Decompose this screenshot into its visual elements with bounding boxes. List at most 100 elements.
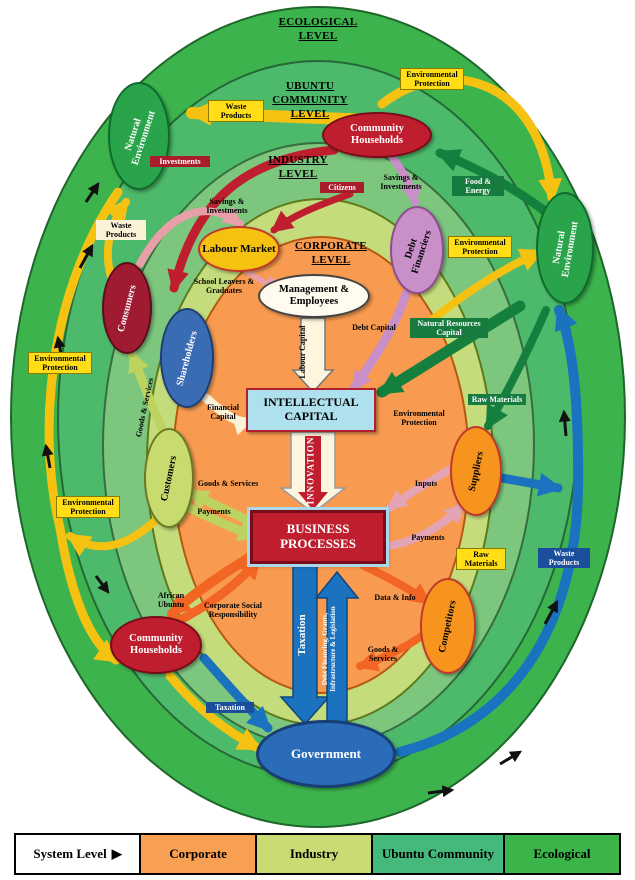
node-label: Labour Market — [202, 242, 276, 255]
arrow-taxation-households — [199, 653, 273, 733]
flow-label-african-ubuntu: African Ubuntu — [157, 591, 185, 610]
arrow-raw-materials-right — [484, 306, 550, 431]
node-label: Shareholders — [174, 329, 200, 387]
flow-label-waste-products-right: Waste Products — [538, 548, 590, 569]
direction-tick — [41, 443, 54, 469]
direction-tick — [543, 599, 559, 625]
flow-label-debt-financing: Debt Financing, Grants, Infrastructure &… — [321, 606, 337, 692]
node-customers: Customers — [144, 428, 194, 528]
direction-tick — [558, 409, 571, 437]
flow-label-innovation: INNOVATION — [305, 436, 316, 505]
node-shareholders: Shareholders — [160, 308, 214, 408]
node-label: Competitors — [437, 598, 459, 654]
node-community-households-top: Community Households — [322, 112, 432, 158]
arrow-debt-capital — [349, 289, 411, 393]
flow-label-taxation-main: Taxation — [296, 614, 308, 656]
legend: System Level ▶ Corporate Industry Ubuntu… — [14, 833, 621, 875]
node-natural-environment-top-left: Natural Environment — [108, 82, 170, 190]
node-management-employees: Management & Employees — [258, 274, 370, 318]
legend-item-ecological: Ecological — [503, 833, 621, 875]
direction-tick — [84, 182, 100, 203]
direction-tick — [427, 785, 455, 798]
node-label: Community Households — [350, 123, 404, 146]
flow-label-csr: Corporate Social Responsibility — [204, 601, 262, 620]
flow-label-goods-services-bottom: Goods & Services — [367, 645, 399, 664]
arrow-innovation-inner — [298, 436, 328, 510]
flow-label-raw-materials-right: Raw Materials — [468, 394, 526, 406]
arrow-suppliers-waste-out — [497, 472, 563, 497]
direction-tick — [78, 243, 94, 269]
flow-label-savings-investments-right: Savings & Investments — [380, 173, 422, 192]
legend-item-corporate: Corporate — [139, 833, 258, 875]
arrow-taxation-main — [279, 564, 331, 726]
flow-label-env-protection-bottom-left: Environmental Protection — [56, 496, 120, 519]
node-competitors: Competitors — [420, 578, 476, 674]
arrow-investments — [167, 145, 339, 293]
flow-label-financial-capital: Financial Capital — [206, 403, 239, 422]
arrow-natural-resources-capital — [376, 300, 526, 398]
arrow-payments-to-suppliers — [386, 502, 466, 550]
legend-title-cell: System Level ▶ — [14, 833, 142, 875]
arrow-goods-services-to-customers — [185, 487, 261, 529]
node-label: Management & Employees — [278, 284, 350, 307]
flow-label-inputs: Inputs — [414, 479, 438, 488]
node-label: Natural Environment — [550, 219, 580, 278]
flow-label-goods-services-customers: Goods & Services — [197, 479, 259, 488]
legend-item-industry: Industry — [255, 833, 374, 875]
node-community-households-bottom: Community Households — [110, 616, 202, 674]
legend-item-label: Industry — [289, 846, 339, 862]
node-label: Government — [290, 745, 362, 761]
flow-label-env-protection-top-right: Environmental Protection — [400, 68, 464, 91]
flow-label-waste-products-top: Waste Products — [208, 100, 264, 123]
flow-label-env-protection-left: Environmental Protection — [28, 352, 92, 375]
flow-label-env-protection-right: Environmental Protection — [448, 236, 512, 259]
node-label: Consumers — [115, 283, 139, 333]
arrow-labour-capital — [291, 317, 335, 394]
arrow-debt-financing — [314, 570, 360, 723]
legend-item-ubuntu-community: Ubuntu Community — [371, 833, 505, 875]
flow-label-env-protection-center: Environmental Protection — [393, 409, 445, 428]
flow-label-raw-materials-bottom: Raw Materials — [456, 548, 506, 571]
flow-label-investments: Investments — [150, 156, 210, 168]
legend-arrow-icon: ▶ — [111, 846, 122, 862]
arrow-left-cycle-to-households — [55, 523, 121, 665]
node-label: Suppliers — [466, 450, 486, 492]
label-ubuntu-community-level: UBUNTU COMMUNITY LEVEL — [272, 80, 348, 120]
node-natural-environment-right: Natural Environment — [536, 192, 594, 304]
legend-item-label: Ubuntu Community — [381, 846, 495, 862]
node-label: BUSINESS PROCESSES — [280, 521, 356, 551]
flow-label-taxation-households: Taxation — [206, 702, 254, 714]
node-label: INTELLECTUAL CAPITAL — [263, 395, 359, 423]
arrow-goods-services-to-consumers — [127, 349, 167, 433]
arrow-households-to-government-yellow — [165, 671, 263, 753]
flow-label-data-info: Data & Info — [374, 593, 416, 602]
arrow-inputs — [386, 464, 456, 512]
direction-tick — [499, 750, 523, 766]
node-consumers: Consumers — [102, 262, 152, 354]
node-government: Government — [256, 720, 396, 788]
node-labour-market: Labour Market — [198, 226, 280, 272]
node-suppliers: Suppliers — [450, 426, 502, 516]
legend-item-label: Corporate — [169, 846, 227, 862]
flow-label-payments-customers: Payments — [197, 507, 231, 516]
flow-label-labour-capital: Labour Capital — [298, 325, 307, 379]
arrow-savings-consumers-to-labour-market — [136, 206, 244, 268]
node-intellectual-capital: INTELLECTUAL CAPITAL — [246, 388, 376, 432]
flow-label-debt-capital: Debt Capital — [352, 323, 396, 332]
arrow-savings-to-debt-financiers — [388, 153, 421, 206]
legend-item-label: Ecological — [533, 846, 591, 862]
label-corporate-level: CORPORATE LEVEL — [294, 240, 368, 266]
node-label: Customers — [158, 454, 180, 502]
flow-label-waste-products-left: Waste Products — [96, 220, 146, 241]
legend-title: System Level — [33, 846, 107, 862]
direction-tick — [94, 575, 110, 594]
flow-label-food-energy: Food & Energy — [452, 176, 504, 197]
arrow-african-ubuntu-to-business — [171, 555, 263, 627]
flow-label-school-leavers: School Leavers & Graduates — [193, 277, 255, 296]
node-label: Debt Financiers — [402, 228, 434, 275]
label-ecological-level: ECOLOGICAL LEVEL — [278, 16, 358, 42]
label-industry-level: INDUSTRY LEVEL — [268, 154, 328, 180]
flow-label-citizens: Citizens — [320, 182, 364, 194]
flow-label-natural-resources-capital: Natural Resources Capital — [410, 318, 488, 339]
